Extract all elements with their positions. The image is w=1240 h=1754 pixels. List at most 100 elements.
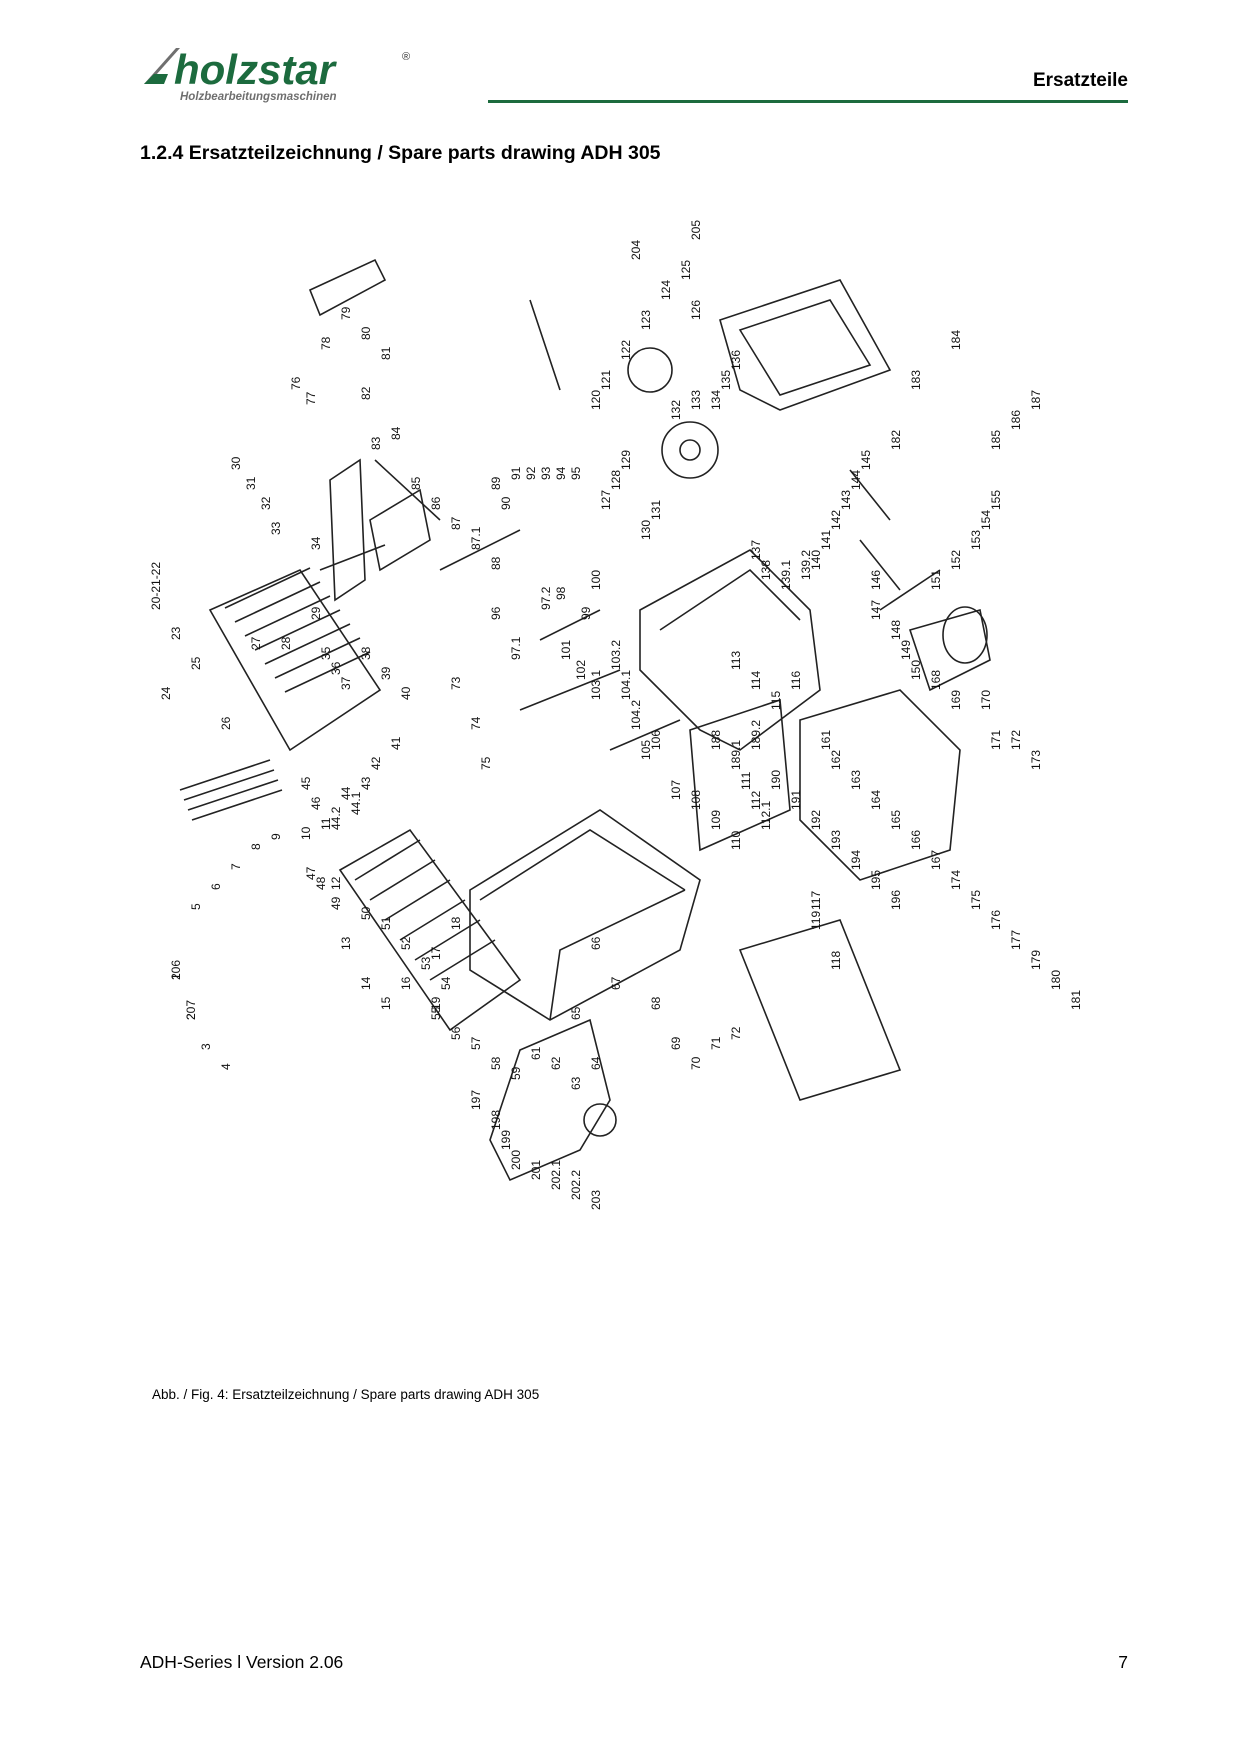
part-number-label: 145	[859, 450, 873, 470]
part-number-label: 139.2	[799, 550, 813, 580]
part-number-label: 52	[399, 936, 413, 950]
part-number-label: 49	[329, 896, 343, 910]
part-number-label: 33	[269, 521, 283, 535]
part-number-label: 176	[989, 910, 1003, 930]
part-number-label: 48	[314, 876, 328, 890]
part-number-label: 122	[619, 340, 633, 360]
part-number-label: 99	[579, 606, 593, 620]
part-number-label: 14	[359, 976, 373, 990]
part-number-label: 66	[589, 936, 603, 950]
part-number-label: 54	[439, 976, 453, 990]
part-number-label: 150	[909, 660, 923, 680]
holzstar-logo: holzstar ® Holzbearbeitungsmaschinen	[140, 44, 420, 108]
part-number-label: 45	[299, 776, 313, 790]
part-number-label: 110	[729, 831, 743, 850]
part-number-label: 189.1	[729, 740, 743, 770]
part-number-label: 65	[569, 1006, 583, 1020]
part-number-label: 18	[449, 916, 463, 930]
part-number-label: 152	[949, 550, 963, 570]
part-number-label: 24	[159, 686, 173, 700]
part-number-label: 57	[469, 1036, 483, 1050]
part-number-label: 76	[289, 376, 303, 390]
part-number-label: 123	[639, 310, 653, 330]
part-number-label: 23	[169, 626, 183, 640]
part-number-label: 107	[669, 780, 683, 800]
part-number-label: 162	[829, 750, 843, 770]
part-number-label: 112	[749, 791, 763, 810]
part-number-label: 206	[169, 960, 183, 980]
part-number-label: 28	[279, 636, 293, 650]
part-number-label: 205	[689, 220, 703, 240]
part-number-label: 193	[829, 830, 843, 850]
part-number-label: 97.1	[509, 636, 523, 660]
part-number-label: 87	[449, 516, 463, 530]
part-number-label: 109	[709, 810, 723, 830]
part-number-label: 111	[739, 771, 753, 790]
part-number-label: 58	[489, 1056, 503, 1070]
part-number-label: 30	[229, 456, 243, 470]
part-number-label: 194	[849, 850, 863, 870]
part-number-label: 175	[969, 890, 983, 910]
part-number-label: 10	[299, 826, 313, 840]
part-number-label: 74	[469, 716, 483, 730]
part-number-label: 108	[689, 790, 703, 810]
part-number-label: 7	[229, 863, 243, 870]
part-number-label: 161	[819, 730, 833, 750]
section-title: Ersatzteile	[1032, 70, 1128, 91]
part-number-label: 170	[979, 690, 993, 710]
part-number-label: 127	[599, 490, 613, 510]
part-number-label: 187	[1029, 390, 1043, 410]
part-number-label: 3	[199, 1043, 213, 1050]
part-number-label: 82	[359, 386, 373, 400]
part-number-label: 86	[429, 496, 443, 510]
part-number-label: 43	[359, 776, 373, 790]
part-number-label: 67	[609, 976, 623, 990]
part-number-label: 202.1	[549, 1160, 563, 1190]
part-number-label: 113	[729, 651, 743, 670]
part-number-label: 177	[1009, 930, 1023, 950]
part-number-label: 38	[359, 646, 373, 660]
part-number-label: 36	[329, 661, 343, 675]
part-number-label: 132	[669, 400, 683, 420]
part-number-label: 32	[259, 496, 273, 510]
part-number-label: 126	[689, 300, 703, 320]
part-number-label: 116	[789, 671, 803, 690]
part-number-label: 124	[659, 280, 673, 300]
part-number-label: 97.2	[539, 586, 553, 610]
part-number-label: 70	[689, 1056, 703, 1070]
part-number-label: 106	[649, 730, 663, 750]
part-number-label: 103.2	[609, 640, 623, 670]
part-number-label: 92	[524, 466, 538, 480]
part-number-label: 81	[379, 346, 393, 360]
part-number-label: 102	[574, 660, 588, 680]
part-number-label: 11	[319, 817, 333, 830]
part-number-label: 84	[389, 426, 403, 440]
part-number-label: 165	[889, 810, 903, 830]
part-number-label: 91	[509, 466, 523, 480]
part-number-label: 101	[559, 640, 573, 660]
part-number-label: 5	[189, 903, 203, 910]
part-number-label: 121	[599, 370, 613, 390]
part-number-label: 207	[184, 1000, 198, 1020]
part-number-label: 153	[969, 530, 983, 550]
part-number-label: 139.1	[779, 560, 793, 590]
part-number-label: 85	[409, 476, 423, 490]
part-number-label: 31	[244, 476, 258, 490]
part-number-label: 59	[509, 1066, 523, 1080]
part-number-label: 50	[359, 906, 373, 920]
part-number-label: 2	[184, 1013, 198, 1020]
part-number-label: 147	[869, 600, 883, 620]
part-number-label: 151	[929, 570, 943, 590]
part-number-label: 200	[509, 1150, 523, 1170]
part-number-label: 135	[719, 370, 733, 390]
part-number-label: 79	[339, 306, 353, 320]
part-number-label: 105	[639, 740, 653, 760]
part-number-label: 166	[909, 830, 923, 850]
part-number-label: 63	[569, 1076, 583, 1090]
part-number-label: 203	[589, 1190, 603, 1210]
part-number-label: 118	[829, 951, 843, 970]
part-number-label: 87.1	[469, 526, 483, 550]
part-number-label: 182	[889, 430, 903, 450]
brand-tagline: Holzbearbeitungsmaschinen	[180, 91, 337, 103]
